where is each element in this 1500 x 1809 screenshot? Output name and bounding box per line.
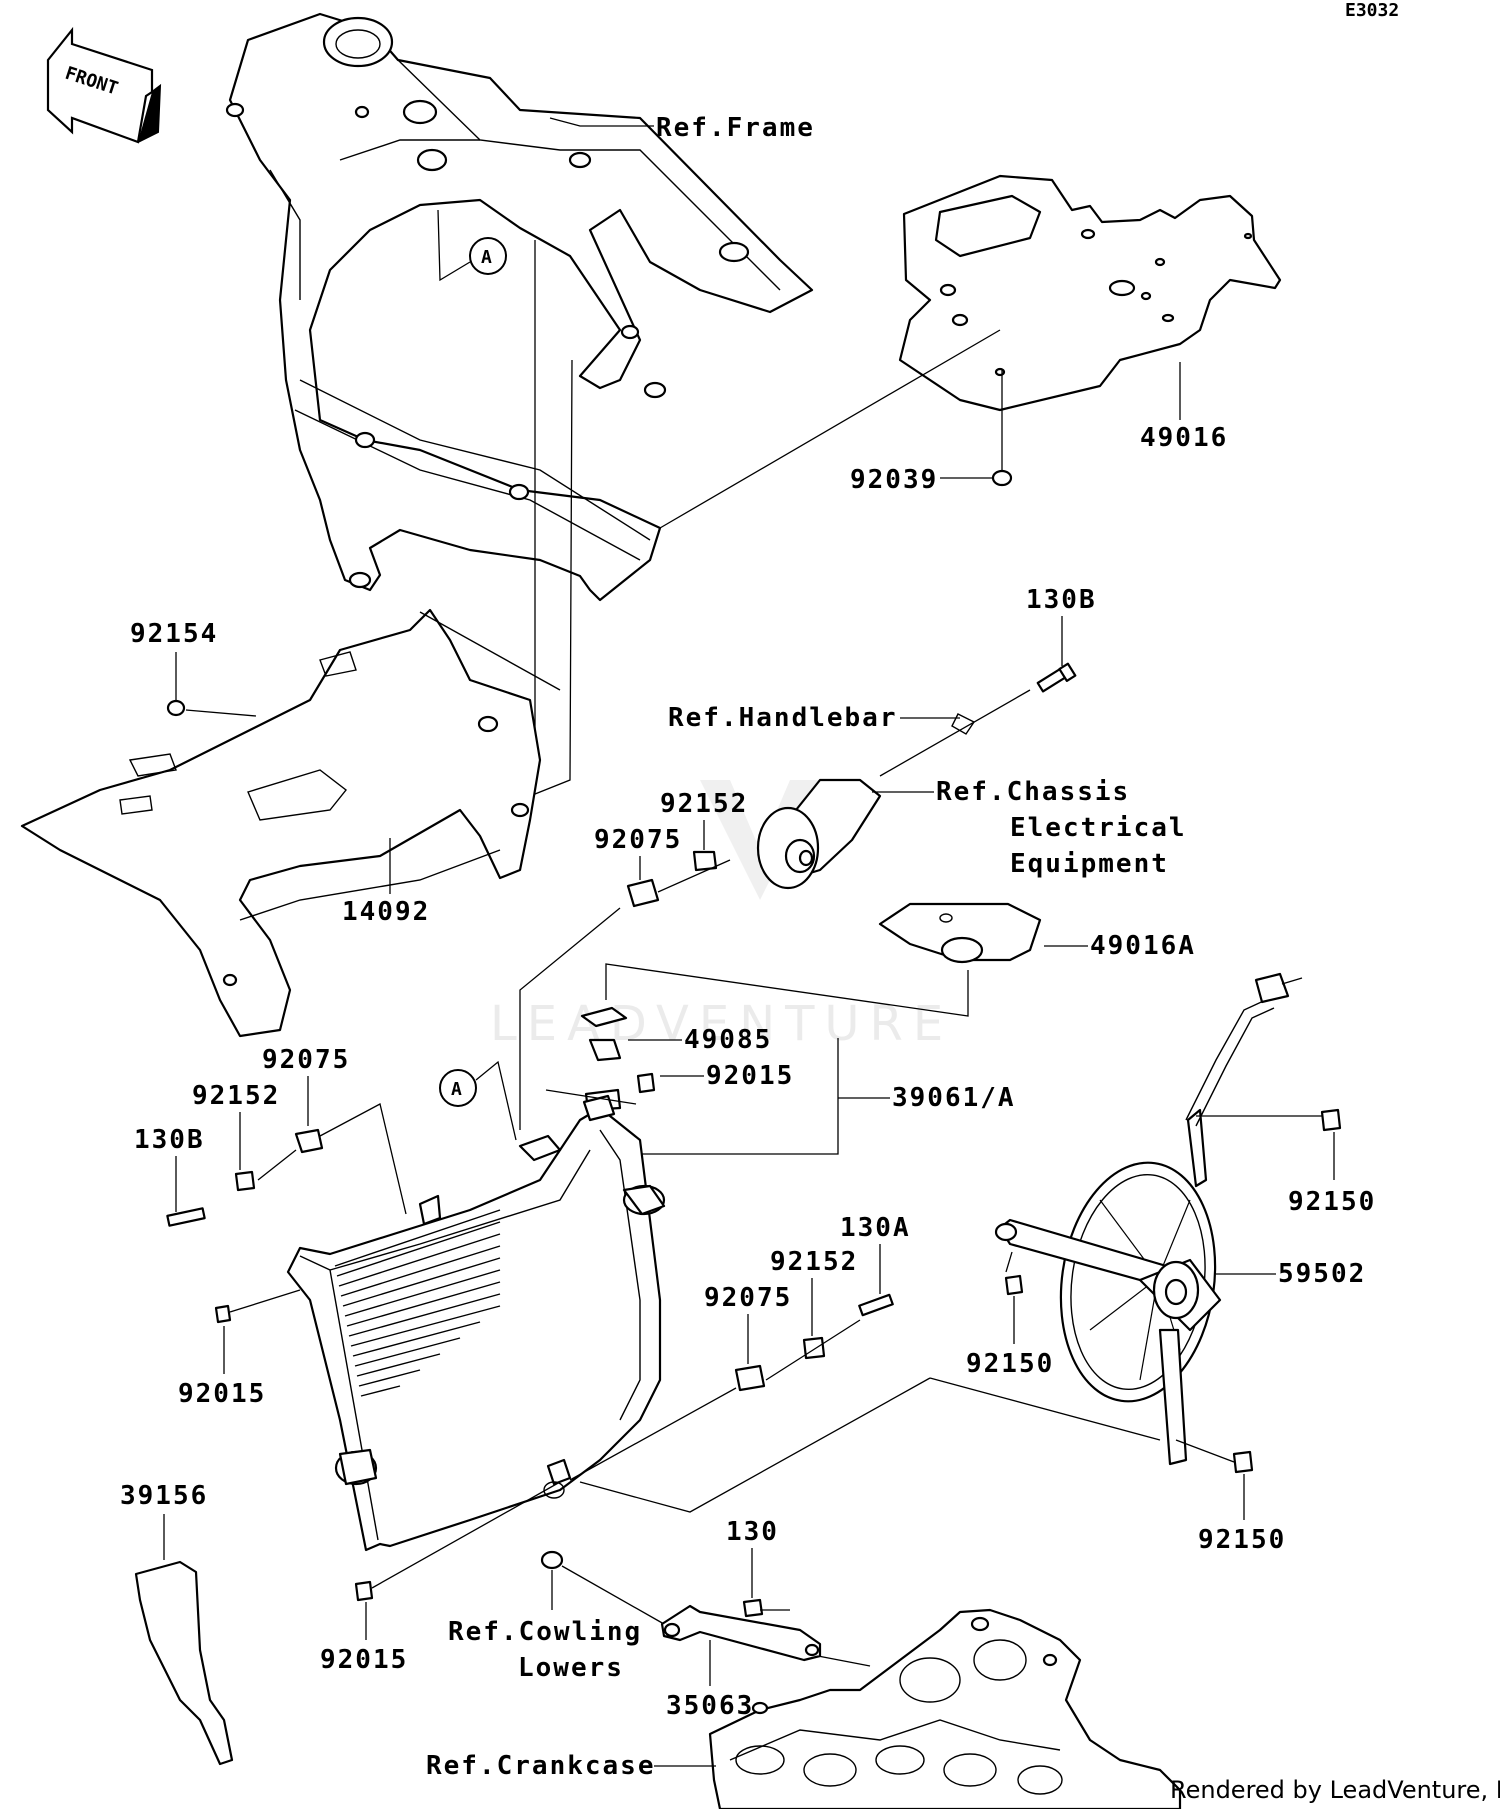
part-130-label: 130 (726, 1517, 779, 1547)
bracket-49016 (898, 174, 1282, 412)
collar-icon (234, 1170, 256, 1192)
callout-a-top-label: A (481, 247, 492, 268)
ref-chassis-label-3: Equipment (1010, 849, 1169, 879)
part-35063-label: 35063 (666, 1691, 754, 1721)
clip-icon (636, 1072, 656, 1094)
fan-59502-illustration (994, 972, 1303, 1466)
part-92154-label: 92154 (130, 619, 218, 649)
ref-handlebar-label: Ref.Handlebar (668, 703, 898, 733)
bolt-icon (742, 1598, 764, 1618)
part-59502-label: 59502 (1278, 1259, 1366, 1289)
part-39061a-label: 39061/A (892, 1083, 1016, 1113)
part-92150-bot-label: 92150 (1198, 1525, 1286, 1555)
part-130a-label: 130A (840, 1213, 911, 1243)
ref-cowling-label-1: Ref.Cowling (448, 1617, 642, 1647)
part-92150-mid-label: 92150 (966, 1349, 1054, 1379)
render-credit: Rendered by LeadVenture, Inc. (1170, 1776, 1500, 1804)
ref-chassis-label-1: Ref.Chassis (936, 777, 1130, 807)
part-92152-top-label: 92152 (660, 789, 748, 819)
plate-49016a (878, 902, 1042, 964)
ref-chassis-label-2: Electrical (1010, 813, 1187, 843)
part-14092-label: 14092 (342, 897, 430, 927)
collar-icon (802, 1336, 826, 1360)
part-130b-top-label: 130B (1026, 585, 1097, 615)
part-92015-left-label: 92015 (178, 1379, 266, 1409)
pad-49085-icon (580, 1006, 628, 1028)
horn-illustration (756, 778, 882, 890)
bolt-icon (858, 1293, 894, 1317)
nut-icon (1232, 1450, 1254, 1474)
part-130b-left-label: 130B (134, 1125, 205, 1155)
frame-illustration (225, 12, 814, 602)
callout-a-lower-label: A (451, 1079, 462, 1100)
nut-icon (1320, 1108, 1342, 1132)
ref-frame-label: Ref.Frame (656, 113, 815, 143)
bolt-icon (166, 1207, 206, 1227)
grommet-icon (626, 878, 660, 908)
washer-icon (991, 469, 1013, 487)
callout-a-lower: A (439, 1060, 517, 1141)
part-92152-left-label: 92152 (192, 1081, 280, 1111)
part-92015-bot-label: 92015 (320, 1645, 408, 1675)
crankcase-illustration (708, 1608, 1182, 1809)
part-39156-label: 39156 (120, 1481, 208, 1511)
nut-icon (166, 699, 186, 717)
part-92039-label: 92039 (850, 465, 938, 495)
part-92152-mid-label: 92152 (770, 1247, 858, 1277)
front-arrow-icon: FRONT (46, 26, 162, 144)
shroud-14092 (20, 608, 561, 1038)
part-92075-mid-label: 92075 (704, 1283, 792, 1313)
grommet-icon (734, 1364, 766, 1392)
clip-icon (354, 1580, 374, 1602)
part-92150-r1-label: 92150 (1288, 1187, 1376, 1217)
radiator-illustration (286, 1089, 666, 1552)
part-92015-top-label: 92015 (706, 1061, 794, 1091)
part-49016-label: 49016 (1140, 423, 1228, 453)
mount-icon (588, 1038, 622, 1062)
grommet-icon (294, 1128, 324, 1154)
part-49016a-label: 49016A (1090, 931, 1196, 961)
part-92075-top-label: 92075 (594, 825, 682, 855)
part-92075-left-label: 92075 (262, 1045, 350, 1075)
part-49085-label: 49085 (684, 1025, 772, 1055)
seal-39156-illustration (134, 1560, 234, 1766)
nut-icon (1004, 1274, 1024, 1296)
bolt-icon (1036, 662, 1077, 693)
watermark: LEADVENTURE (490, 780, 953, 1052)
nut-icon (540, 1550, 564, 1570)
ref-crankcase-label: Ref.Crankcase (426, 1751, 656, 1781)
collar-icon (692, 850, 718, 872)
clip-icon (214, 1304, 232, 1324)
bracket-35063-illustration (660, 1604, 822, 1662)
ref-cowling-label-2: Lowers (518, 1653, 624, 1683)
diagram-code: E3032 (1345, 0, 1399, 21)
watermark-text: LEADVENTURE (490, 996, 953, 1052)
